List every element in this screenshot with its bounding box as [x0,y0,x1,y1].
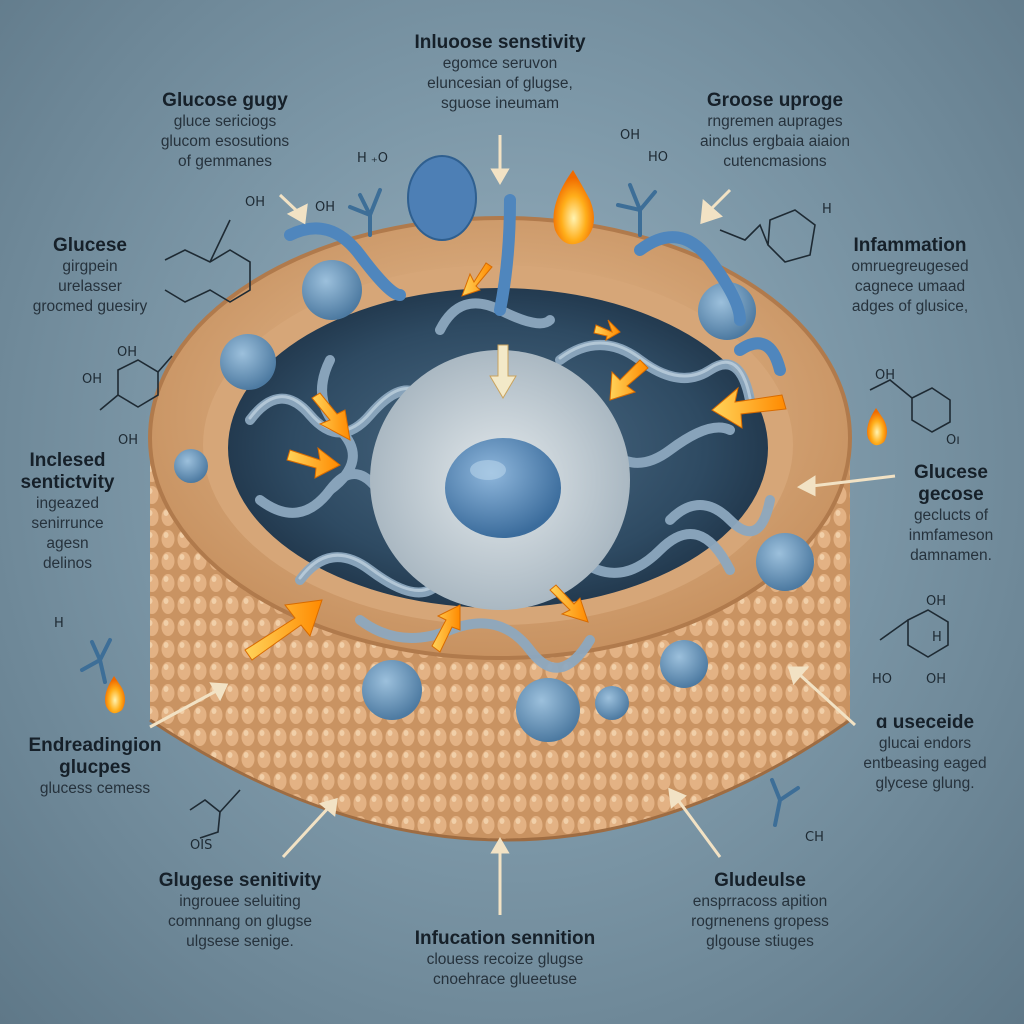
chem-label: OH [118,433,139,448]
cytoskeleton-strands [245,298,775,673]
chem-label: OH [315,200,336,215]
label-line: ulgsese senige. [186,933,294,951]
chem-label: CH [805,830,824,845]
label-lower-left: Endreadingion glucpes glucess cemess [10,735,180,799]
label-mid-right: Infammation omruegreugesed cagnece umaad… [820,235,1000,317]
chem-label: OH [117,345,138,360]
label-line: comnnang on glugse [168,912,312,930]
chem-label: OH [875,368,896,383]
label-line: of gemmanes [178,153,272,171]
label-title: Glucese [914,462,988,483]
label-title: Endreadingion [28,735,162,756]
chem-label: OH [926,672,947,687]
label-line: omruegreugesed [851,257,969,275]
chem-label: HO [648,150,669,165]
label-title: Glucose gugy [162,90,288,111]
label-title: ɑ useceide [875,712,975,733]
branch-molecules [80,183,800,827]
label-line: glgouse stiuges [706,933,814,951]
label-title: Inclesed [29,450,106,471]
label-line: glucom esosutions [160,132,290,150]
label-line: cagnece umaad [854,277,966,295]
label-title: Infucation sennition [414,928,596,949]
label-line: grocmed guesiry [32,298,148,316]
chem-label: H [822,202,832,217]
label-title: Inluoose senstivity [414,32,586,53]
chem-label: OH [245,195,266,210]
label-line: eluncesian of glugse, [427,74,573,92]
channel-ribbons [284,194,786,376]
chemical-structures [99,209,951,839]
label-line: ingrouee seluiting [179,892,301,910]
chem-label: OH [926,594,947,609]
chem-label: H [932,630,942,645]
label-line: adges of glusice, [851,298,969,316]
label-line: egomce seruvon [442,54,558,72]
chem-label: OIS [190,838,213,853]
chem-label: Oı [946,433,960,448]
label-line: sguose ineumam [440,95,560,113]
chem-label: OH [82,372,103,387]
label-title: glucpes [59,756,131,778]
label-lower-right: ɑ useceide glucai endors entbeasing eage… [830,712,1020,794]
label-line: inmfameson [908,526,994,544]
pointer-arrows [149,135,896,915]
flame-icon [867,408,887,446]
flame-icon [553,170,594,245]
label-line: glucess cemess [39,779,151,797]
label-title: Groose uproge [706,90,844,111]
label-line: damnamen. [910,546,992,564]
label-line: ingeazed [36,494,99,512]
label-line: girgpein [62,257,118,275]
label-title: Glucese [53,235,127,256]
label-line: geclucts of [913,506,989,524]
label-line: cutencmasions [723,153,827,171]
label-left: Inclesed sentictvity ingeazed senirrunce… [0,450,135,574]
label-mid-left: Glucese girgpein urelasser grocmed guesi… [0,235,180,317]
label-line: clouess recoize glugse [426,950,584,968]
label-line: cnoehrace glueetuse [433,970,577,988]
label-line: senirrunce [31,514,104,532]
label-top-right: Groose uproge rngremen auprages ainclus … [660,90,890,172]
nucleus [445,438,561,538]
label-bottom-right: Gludeulse ensprracoss apition rogrnenens… [650,870,870,952]
chem-label: H [54,616,64,631]
label-line: gluce sericiogs [173,112,277,130]
label-line: glycese glung. [875,775,975,793]
label-line: ainclus ergbaia aiaion [700,132,850,150]
label-line: rngremen auprages [707,112,843,130]
orange-arrows [244,262,787,661]
label-title: Gludeulse [714,870,806,891]
label-line: rogrnenens gropess [691,912,829,930]
label-line: entbeasing eaged [863,754,987,772]
chem-label: HO [872,672,893,687]
label-top-center: Inluoose senstivity egomce seruvon elunc… [370,32,630,114]
label-title: Infammation [853,235,967,256]
label-line: glucai endors [878,734,972,752]
arrow-down [489,344,517,399]
label-bottom-center: Infucation sennition clouess recoize glu… [380,928,630,990]
label-right: Glucese gecose geclucts of inmfameson da… [878,462,1024,566]
label-bottom-left: Glugese senitivity ingrouee seluiting co… [130,870,350,952]
label-top-left: Glucose gugy gluce sericiogs glucom esos… [120,90,330,172]
label-line: agesn [46,534,89,552]
chem-label: H ₊O [357,151,389,166]
label-title: Glugese senitivity [158,870,322,891]
flame-icon [105,676,125,714]
label-line: delinos [42,555,93,573]
label-line: urelasser [58,277,122,295]
label-title: gecose [918,483,984,505]
label-line: ensprracoss apition [692,892,828,910]
label-title: sentictvity [20,471,115,493]
chem-label: OH [620,128,641,143]
